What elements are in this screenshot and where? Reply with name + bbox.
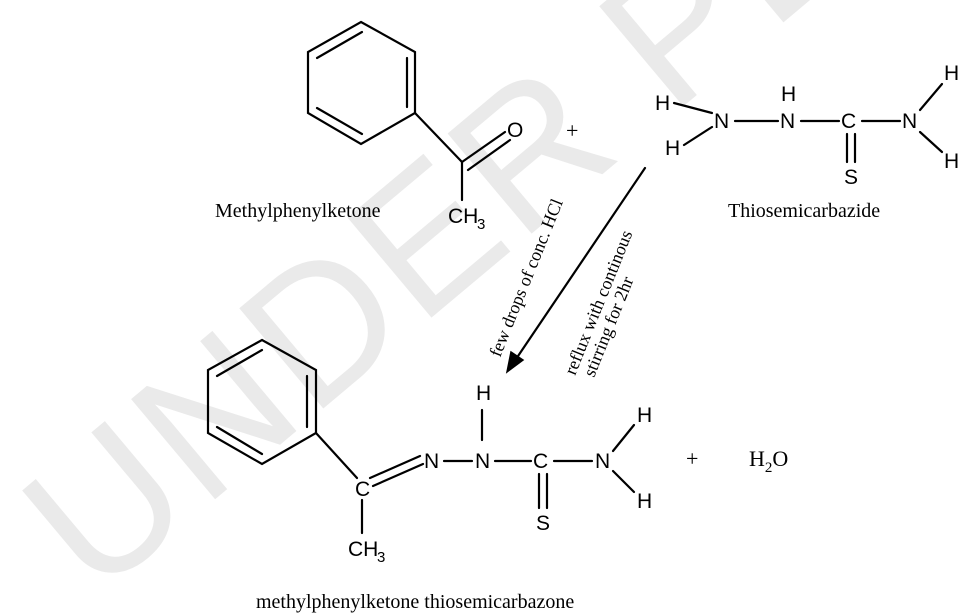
- reactant2-name: Thiosemicarbazide: [728, 200, 880, 222]
- plus-sign-products: +: [686, 446, 698, 471]
- atom-h-top-left: H: [655, 92, 670, 115]
- product-name: methylphenylketone thiosemicarbazone: [256, 591, 574, 613]
- atom-h-n2: H: [781, 83, 796, 106]
- plus-sign-reactants: +: [566, 118, 578, 143]
- atom-n1: N: [714, 110, 729, 133]
- product-atom-h-n2: H: [476, 382, 491, 405]
- product-atom-n3: N: [595, 450, 610, 473]
- product-atom-methyl-subscript: 3: [377, 549, 385, 566]
- water-subscript: 2: [765, 460, 773, 476]
- reaction-arrow: [505, 166, 647, 374]
- atom-n3: N: [902, 110, 917, 133]
- product-atom-c2: C: [533, 450, 548, 473]
- atom-carbon: C: [841, 110, 856, 133]
- methylphenylketone-structure: O CH 3: [306, 20, 523, 233]
- atom-h-top-right: H: [944, 62, 959, 85]
- product-atom-h-top: H: [637, 404, 652, 427]
- byproduct-water: H2O: [749, 446, 788, 476]
- atom-sulfur: S: [844, 166, 858, 189]
- product-atom-n2: N: [475, 450, 490, 473]
- product-atom-carbon: C: [355, 478, 370, 501]
- water-o: O: [772, 446, 788, 471]
- atom-methyl-subscript: 3: [477, 216, 485, 233]
- atom-n2: N: [780, 110, 795, 133]
- water-h: H: [749, 446, 765, 471]
- atom-h-bottom-left: H: [665, 137, 680, 160]
- product-atom-n1: N: [424, 450, 439, 473]
- atom-oxygen: O: [507, 119, 523, 142]
- atom-h-bottom-right: H: [944, 150, 959, 173]
- atom-methyl: CH: [448, 205, 478, 228]
- thiosemicarbazide-structure: H H N H N C S N H H: [655, 62, 959, 189]
- product-structure: C CH 3 N N H C S N H H: [206, 338, 652, 566]
- product-atom-sulfur: S: [536, 512, 550, 535]
- product-atom-h-bottom: H: [637, 490, 652, 513]
- reactant1-name: Methylphenylketone: [215, 200, 381, 222]
- product-atom-methyl: CH: [348, 538, 378, 561]
